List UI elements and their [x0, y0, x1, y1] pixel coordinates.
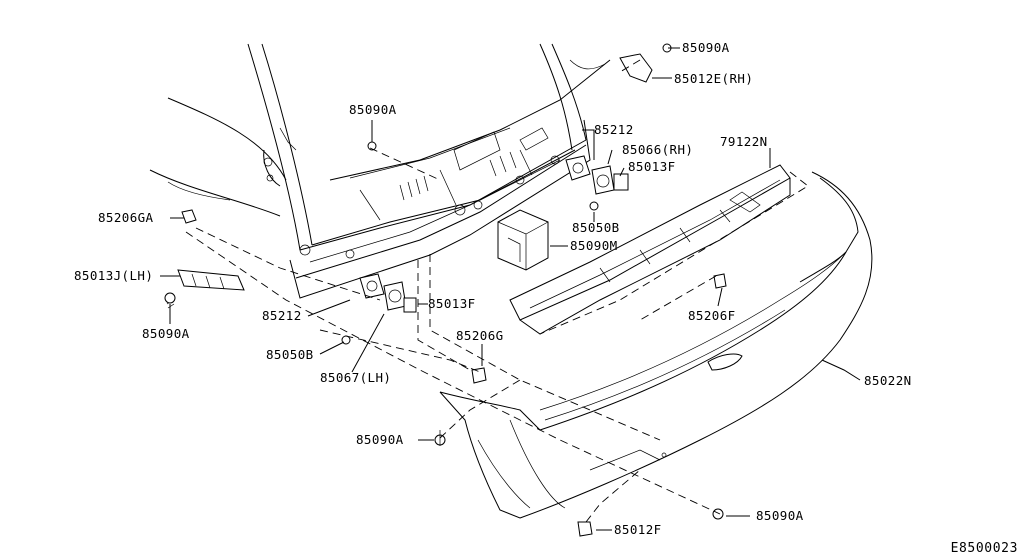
clip-85206g — [471, 367, 487, 384]
clip-85206f — [713, 273, 727, 289]
label-85050b-rh[interactable]: 85050B — [572, 220, 620, 235]
label-85090a-left[interactable]: 85090A — [142, 326, 190, 341]
label-85212-rh[interactable]: 85212 — [594, 122, 634, 137]
parking-sensor-rh — [565, 155, 615, 195]
vehicle-body-outline — [149, 43, 611, 299]
label-79122n[interactable]: 79122N — [720, 134, 768, 149]
label-85206ga[interactable]: 85206GA — [98, 210, 154, 225]
bracket-85090m — [497, 209, 549, 271]
clip-85206ga — [181, 209, 197, 224]
screw-85090a — [164, 43, 724, 520]
leader-lines — [160, 47, 861, 531]
label-85090a-bottom[interactable]: 85090A — [756, 508, 804, 523]
label-85013j-lh[interactable]: 85013J(LH) — [74, 268, 154, 283]
diagram-code: E8500023 — [950, 541, 1018, 556]
pad-85013f-rh — [613, 173, 629, 191]
label-85090m[interactable]: 85090M — [570, 238, 618, 253]
assembly-lines — [185, 59, 809, 523]
label-85090a-upper[interactable]: 85090A — [349, 102, 397, 117]
label-85013f-rh[interactable]: 85013F — [628, 159, 676, 174]
label-85050b-lh[interactable]: 85050B — [266, 347, 314, 362]
label-85067-lh[interactable]: 85067(LH) — [320, 370, 392, 385]
label-85022n[interactable]: 85022N — [864, 373, 912, 388]
clip-85012e — [619, 53, 653, 83]
label-85212-lh[interactable]: 85212 — [262, 308, 302, 323]
label-85013f-lh[interactable]: 85013F — [428, 296, 476, 311]
pad-85013f-lh — [403, 297, 417, 313]
label-85206f[interactable]: 85206F — [688, 308, 736, 323]
clip-85012f — [577, 521, 593, 537]
label-85012e-rh[interactable]: 85012E(RH) — [674, 71, 754, 86]
label-85090a-top[interactable]: 85090A — [682, 40, 730, 55]
bumper-fascia — [439, 171, 873, 519]
label-85012f[interactable]: 85012F — [614, 522, 662, 537]
label-85090a-lower[interactable]: 85090A — [356, 432, 404, 447]
bumper-reinforcement — [509, 164, 791, 335]
label-85206g[interactable]: 85206G — [456, 328, 504, 343]
bracket-85013j — [177, 269, 245, 291]
parking-sensor-lh — [359, 273, 407, 311]
label-85066-rh[interactable]: 85066(RH) — [622, 142, 694, 157]
